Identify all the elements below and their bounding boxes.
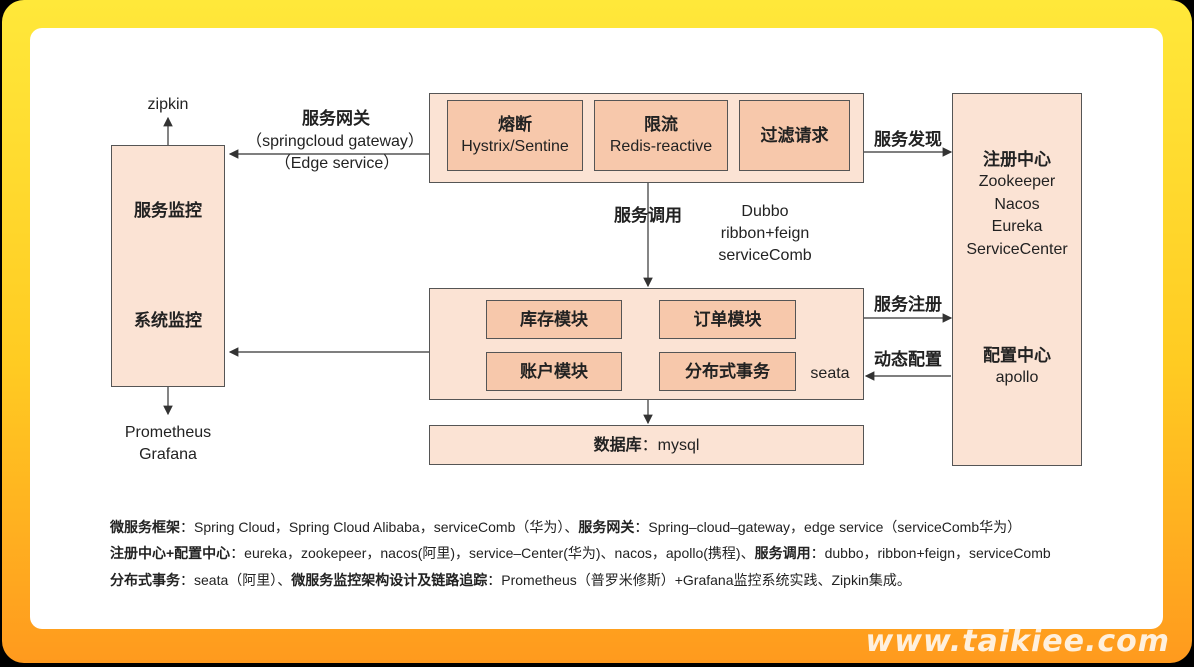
caption-text: ：Prometheus（普罗米修斯）+Grafana监控系统实践、Zipkin集…: [487, 572, 911, 588]
account-label: 账户模块: [520, 361, 588, 381]
database-box: 数据库：mysql: [429, 425, 864, 465]
fuse-sub: Hystrix/Sentine: [461, 138, 569, 155]
config-center-item: apollo: [995, 369, 1039, 386]
caption-line-1: 微服务框架：Spring Cloud，Spring Cloud Alibaba，…: [110, 518, 1021, 536]
inventory-label: 库存模块: [520, 309, 588, 329]
config-center-title: 配置中心: [983, 346, 1051, 365]
registry-item: ServiceCenter: [966, 240, 1068, 258]
caption-term: 微服务框架: [110, 519, 180, 535]
fuse-box: 熔断 Hystrix/Sentine: [447, 100, 583, 171]
caption-line-3: 分布式事务：seata（阿里）、微服务监控架构设计及链路追踪：Prometheu…: [110, 571, 911, 589]
database-value: ：mysql: [641, 436, 700, 454]
registry-title: 注册中心: [983, 150, 1051, 169]
filter-title: 过滤请求: [760, 125, 829, 145]
caption-term: 分布式事务: [110, 572, 180, 588]
dynamic-config-label: 动态配置: [874, 350, 942, 369]
caption-term: 注册中心+配置中心: [110, 545, 231, 561]
caption-term: 微服务监控架构设计及链路追踪: [291, 572, 488, 588]
inventory-module: 库存模块: [486, 300, 622, 339]
caption-text: ：Spring–cloud–gateway，edge service（servi…: [634, 519, 1022, 535]
distributed-tx-label: 分布式事务: [685, 361, 770, 381]
gateway-line1: （springcloud gateway）: [246, 133, 424, 150]
order-label: 订单模块: [693, 309, 762, 329]
prometheus-label: Prometheus: [124, 424, 212, 441]
order-module: 订单模块: [659, 300, 796, 339]
invoke-tech3: serviceComb: [718, 247, 812, 264]
grafana-label: Grafana: [139, 446, 197, 463]
filter-box: 过滤请求: [739, 100, 850, 171]
database-label: 数据库: [593, 436, 642, 454]
caption-line-2: 注册中心+配置中心：eureka，zookepeer，nacos(阿里)，ser…: [110, 544, 1051, 562]
limit-box: 限流 Redis-reactive: [594, 100, 728, 171]
caption-text: ：eureka，zookepeer，nacos(阿里)，service–Cent…: [230, 545, 755, 561]
registry-item: Nacos: [994, 195, 1040, 213]
invoke-label: 服务调用: [614, 206, 682, 225]
service-monitor-label: 服务监控: [134, 201, 202, 220]
invoke-tech2: ribbon+feign: [720, 225, 810, 242]
registry-box: 注册中心 Zookeeper Nacos Eureka ServiceCente…: [952, 93, 1082, 466]
monitor-box: 服务监控 系统监控: [111, 145, 225, 387]
limit-sub: Redis-reactive: [609, 138, 713, 155]
caption-term: 服务网关: [578, 519, 635, 535]
account-module: 账户模块: [486, 352, 622, 391]
distributed-tx-module: 分布式事务: [659, 352, 796, 391]
fuse-title: 熔断: [498, 115, 532, 134]
system-monitor-label: 系统监控: [134, 311, 202, 330]
registry-item: Zookeeper: [978, 173, 1056, 190]
register-label: 服务注册: [874, 295, 942, 314]
caption-text: ：Spring Cloud，Spring Cloud Alibaba，servi…: [180, 519, 579, 535]
caption-term: 服务调用: [754, 545, 811, 561]
gateway-title: 服务网关: [302, 109, 370, 128]
gateway-line2: （Edge service）: [274, 155, 400, 172]
caption-text: ：dubbo，ribbon+feign，serviceComb: [810, 545, 1051, 561]
seata-label: seata: [810, 365, 850, 382]
zipkin-label: zipkin: [147, 96, 189, 113]
invoke-tech1: Dubbo: [741, 203, 789, 220]
registry-item: Eureka: [991, 218, 1043, 235]
watermark: www.taikiee.com: [865, 624, 1170, 659]
limit-title: 限流: [644, 115, 678, 134]
caption-text: ：seata（阿里）、: [180, 572, 292, 588]
discovery-label: 服务发现: [874, 130, 942, 149]
